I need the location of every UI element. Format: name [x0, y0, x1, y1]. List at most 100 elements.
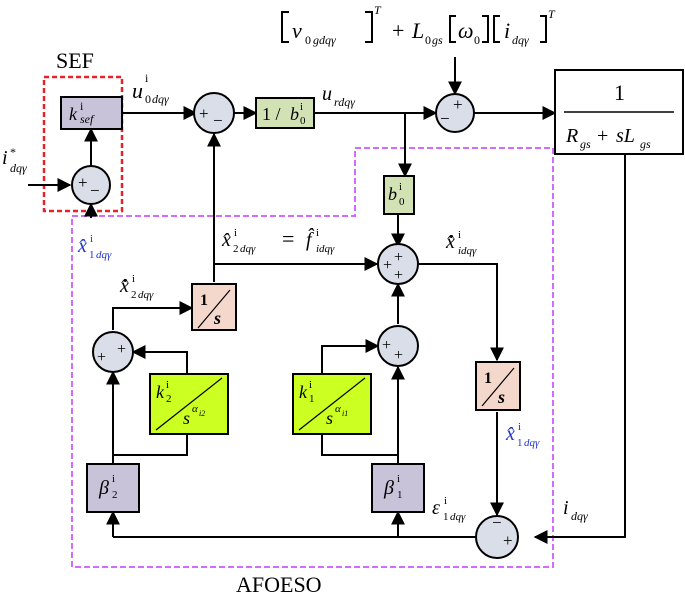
label-eps: ε i 1 dqγ — [432, 495, 466, 523]
svg-text:β: β — [383, 477, 394, 499]
svg-text:0: 0 — [399, 196, 405, 208]
label-u0: u i 0 dqγ — [132, 71, 169, 106]
svg-text:dqγ: dqγ — [524, 437, 540, 449]
svg-text:idqγ: idqγ — [458, 245, 477, 257]
svg-text:+: + — [394, 249, 403, 266]
svg-text:x̂: x̂ — [221, 229, 231, 251]
svg-text:β: β — [98, 477, 109, 499]
svg-text:idqγ: idqγ — [316, 243, 335, 255]
svg-text:i: i — [399, 181, 402, 193]
svg-text:i: i — [444, 495, 447, 507]
svg-text:i: i — [563, 497, 569, 519]
svg-text:+: + — [392, 18, 404, 43]
svg-text:b: b — [290, 104, 299, 124]
svg-text:+: + — [199, 104, 209, 123]
sum-error-junction: − + — [475, 513, 519, 559]
svg-text:1: 1 — [443, 511, 449, 523]
sum-plant-junction: + − — [435, 93, 475, 133]
svg-text:=: = — [282, 226, 294, 251]
svg-text:s: s — [183, 408, 190, 428]
svg-text:rdqγ: rdqγ — [334, 95, 355, 109]
svg-text:b: b — [388, 184, 397, 204]
plant-numerator: 1 — [614, 80, 625, 105]
svg-text:0: 0 — [305, 33, 311, 47]
svg-text:+: + — [503, 531, 513, 550]
svg-text:+: + — [453, 95, 463, 114]
svg-text:s: s — [497, 387, 505, 407]
beta2-block: β i 2 — [86, 463, 140, 513]
svg-text:ω: ω — [458, 18, 474, 43]
integrator-top-block: 1 s — [191, 283, 237, 331]
svg-text:0: 0 — [300, 115, 306, 127]
svg-text:u: u — [322, 83, 332, 105]
svg-text:1: 1 — [200, 292, 208, 309]
sef-region-border — [42, 75, 124, 213]
top-expression: v 0 gdqγ T + L 0 gs ω 0 i dqγ T — [281, 3, 556, 47]
svg-text:T: T — [548, 7, 556, 21]
svg-text:1: 1 — [309, 393, 315, 405]
plant-block: 1 R gs + sL gs — [554, 69, 684, 155]
signal-wires — [28, 57, 626, 544]
svg-text:i: i — [518, 421, 521, 433]
svg-text:i: i — [234, 227, 237, 239]
svg-text:−: − — [90, 181, 100, 200]
svg-text:1: 1 — [397, 489, 403, 501]
svg-text:i: i — [166, 379, 169, 391]
svg-text:i: i — [504, 18, 510, 43]
svg-text:dqγ: dqγ — [450, 511, 466, 523]
svg-text:s: s — [326, 408, 333, 428]
svg-text:2: 2 — [166, 393, 172, 405]
svg-text:+: + — [383, 257, 392, 274]
svg-text:+: + — [78, 173, 88, 192]
svg-text:x̂̇: x̂̇ — [119, 275, 129, 297]
svg-text:1 /: 1 / — [262, 104, 281, 124]
svg-text:i: i — [2, 147, 8, 169]
svg-text:dqγ: dqγ — [96, 249, 112, 261]
label-idq: i dqγ — [563, 497, 588, 523]
svg-text:α: α — [192, 403, 198, 415]
svg-text:dqγ: dqγ — [10, 161, 27, 175]
svg-text:dqγ: dqγ — [512, 33, 529, 47]
svg-text:i1: i1 — [342, 409, 348, 418]
svg-text:x̂: x̂ — [505, 423, 515, 445]
afoeso-region-border — [71, 147, 554, 568]
svg-text:i: i — [112, 473, 115, 485]
svg-text:+: + — [97, 349, 106, 366]
svg-text:−: − — [440, 109, 450, 128]
sum-u0-junction: + − — [193, 92, 235, 134]
k2-block: k i 2 s α i2 — [149, 373, 229, 435]
svg-text:sL: sL — [616, 125, 635, 147]
b0-block: b i 0 — [383, 175, 415, 215]
svg-text:i: i — [300, 101, 303, 113]
svg-text:+: + — [597, 125, 608, 147]
svg-text:i: i — [309, 379, 312, 391]
svg-text:*: * — [10, 145, 16, 159]
sef-label: SEF — [56, 48, 94, 73]
svg-text:+: + — [382, 337, 391, 354]
svg-text:dqγ: dqγ — [571, 509, 588, 523]
svg-text:u: u — [132, 78, 143, 103]
svg-text:0: 0 — [425, 33, 431, 47]
svg-text:x̂: x̂ — [77, 235, 87, 257]
svg-text:i: i — [316, 227, 319, 239]
sum-ref-junction: + − — [71, 165, 111, 205]
svg-text:x̂̇: x̂̇ — [445, 231, 455, 253]
label-id-ref: i * dqγ — [2, 145, 27, 175]
svg-text:i2: i2 — [199, 409, 205, 418]
svg-text:+: + — [394, 267, 403, 284]
svg-text:i: i — [458, 229, 461, 241]
sum-k1-junction: + + — [377, 325, 419, 367]
svg-text:i: i — [397, 473, 400, 485]
svg-text:v: v — [292, 18, 302, 43]
svg-text:+: + — [117, 341, 126, 358]
svg-text:dqγ: dqγ — [240, 243, 256, 255]
svg-text:1: 1 — [89, 249, 95, 261]
svg-text:f̂: f̂ — [306, 227, 315, 251]
svg-text:i: i — [132, 273, 135, 285]
svg-text:2: 2 — [131, 289, 137, 301]
svg-text:R: R — [565, 125, 578, 147]
svg-text:2: 2 — [233, 243, 239, 255]
sum-k2-junction: + + — [92, 331, 134, 373]
k1-block: k i 1 s α i1 — [292, 373, 372, 435]
